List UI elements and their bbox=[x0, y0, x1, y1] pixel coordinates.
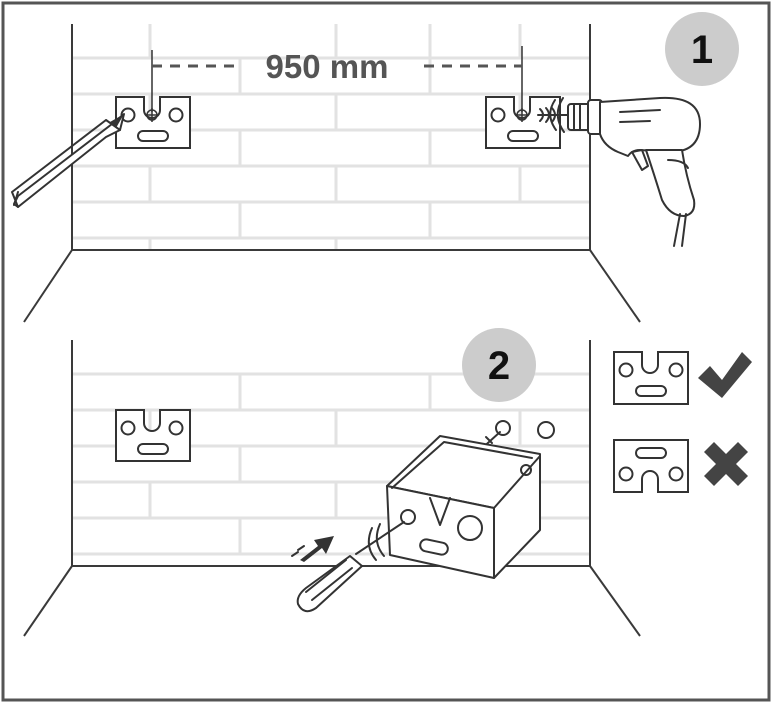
orientation-legend bbox=[613, 351, 752, 493]
svg-text:2: 2 bbox=[488, 344, 510, 388]
cross-mark-icon bbox=[704, 442, 748, 486]
svg-text:1: 1 bbox=[691, 28, 713, 72]
step-2-badge: 2 bbox=[462, 328, 536, 402]
check-mark-icon bbox=[698, 352, 752, 398]
step-1-badge: 1 bbox=[665, 12, 739, 86]
box-bracket-icon bbox=[386, 435, 541, 579]
step-2-panel: 2 bbox=[23, 328, 641, 637]
bracket-correct-orientation bbox=[613, 351, 689, 405]
power-drill-icon bbox=[537, 96, 701, 247]
wall-bracket-right bbox=[485, 96, 561, 149]
screwdriver-icon bbox=[291, 521, 405, 613]
pencil-icon bbox=[11, 113, 125, 208]
wall-hole bbox=[495, 420, 511, 436]
push-arrow-icon bbox=[300, 536, 334, 562]
distance-label: 950 mm bbox=[266, 48, 389, 85]
wall-bracket-left bbox=[115, 96, 191, 149]
dimension-line: 950 mm bbox=[151, 46, 523, 112]
mounted-bracket bbox=[115, 409, 191, 462]
bracket-wrong-orientation bbox=[613, 439, 689, 493]
wall-hole bbox=[537, 421, 555, 439]
brick-wall-top bbox=[72, 24, 590, 250]
step-1-panel: 950 mm bbox=[11, 12, 739, 323]
